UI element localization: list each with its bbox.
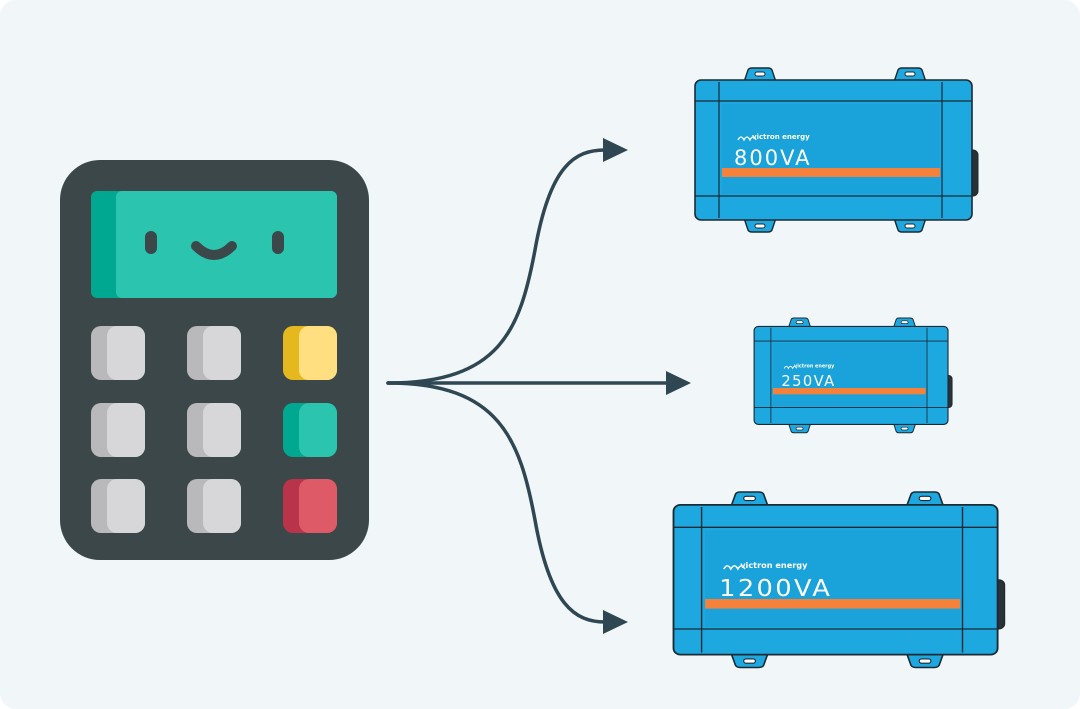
arrow-to-800va [386,148,607,385]
branch-arrows [386,148,672,624]
right-eye-icon [272,231,284,254]
arrowhead-icon [666,371,691,395]
calculator-icon [60,160,369,560]
key [187,326,241,380]
left-eye-icon [145,231,157,254]
inverter-250va: victron energy 250VA [753,317,953,434]
calculator-keys [91,326,337,533]
rating-label: 1200VA [719,574,832,602]
inverter-800va: victron energy 800VA [694,67,979,233]
key [91,326,145,380]
key [187,479,241,533]
rating-label: 800VA [734,146,811,170]
key-yellow [283,326,337,380]
key-red [283,479,337,533]
arrowheads [603,138,691,634]
key [91,403,145,457]
brand-logo: victron energy [794,364,835,370]
key [91,479,145,533]
key-teal [283,403,337,457]
brand-logo: victron energy [740,561,807,570]
rating-label: 250VA [781,373,835,390]
inverter-1200va: victron energy 1200VA [672,491,1006,669]
calculator-screen [91,191,337,298]
key [187,403,241,457]
arrowhead-icon [603,610,628,634]
smile-icon [191,241,237,260]
brand-logo: victron energy [752,133,810,141]
arrow-to-1200va [386,381,607,624]
arrowhead-icon [603,138,628,162]
